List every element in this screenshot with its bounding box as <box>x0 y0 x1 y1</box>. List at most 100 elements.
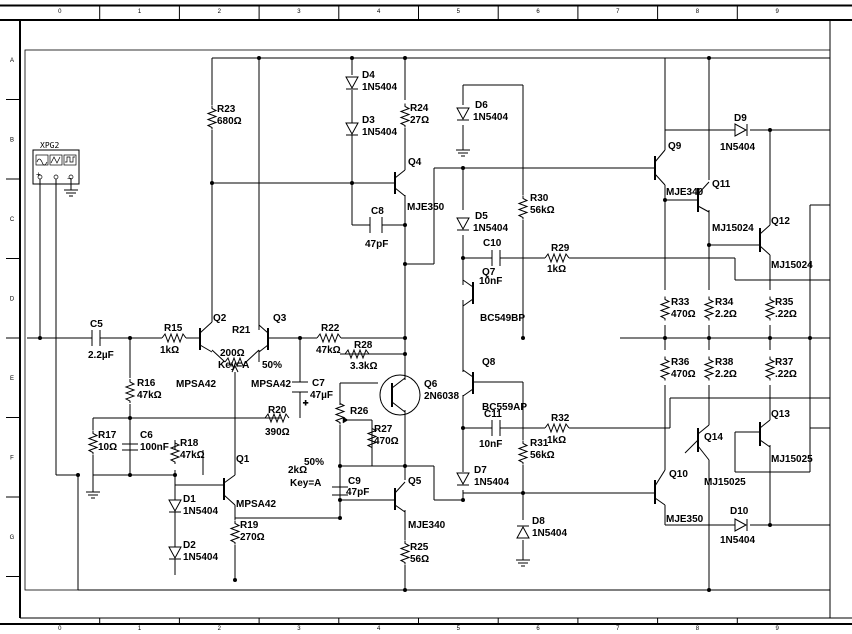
transistors[interactable] <box>199 149 771 513</box>
sheet-column-label-top: 5 <box>457 9 461 15</box>
label-r19-value: 270Ω <box>240 532 265 543</box>
transistor-q4 <box>394 169 406 197</box>
sheet-column-label-bottom: 8 <box>696 626 700 632</box>
transistor-q11 <box>697 181 710 213</box>
label-q1-value: MPSA42 <box>236 499 276 510</box>
label-r26-key: Key=A <box>290 478 321 489</box>
label-r28-value: 3.3kΩ <box>350 361 377 372</box>
label-r15-value: 1kΩ <box>160 345 179 356</box>
resistor-r22 <box>316 332 342 344</box>
transistor-q13 <box>759 419 771 448</box>
label-c7-value: 47µF <box>310 390 333 401</box>
label-r20-value: 390Ω <box>265 427 290 438</box>
sheet-column-label-top: 6 <box>536 9 540 15</box>
svg-text:+: + <box>36 170 41 179</box>
sheet-column-label-bottom: 5 <box>457 626 461 632</box>
capacitors[interactable]: + <box>91 217 501 496</box>
label-c9-value: 47pF <box>346 487 369 498</box>
label-r26-pct: 50% <box>304 457 324 468</box>
label-d10-value: 1N5404 <box>720 535 755 546</box>
label-r20-ref: R20 <box>268 405 287 416</box>
resistor-r36 <box>660 355 670 382</box>
label-r38-value: 2.2Ω <box>715 369 737 380</box>
transistor-q2 <box>199 320 213 353</box>
label-r32-ref: R32 <box>551 413 570 424</box>
label-d5-value: 1N5404 <box>473 223 508 234</box>
sheet-row-label: G <box>10 535 15 541</box>
label-r17-ref: R17 <box>98 430 117 441</box>
label-r22-value: 47kΩ <box>316 345 341 356</box>
diode-d9 <box>734 123 748 137</box>
capacitor-c10 <box>491 250 501 266</box>
sheet-row-label: B <box>10 137 14 143</box>
label-q4-value: MJE350 <box>407 202 445 213</box>
diode-d10 <box>734 518 748 532</box>
sheet-column-label-top: 4 <box>377 9 381 15</box>
label-q4-ref: Q4 <box>408 157 422 168</box>
label-r35-ref: R35 <box>775 297 794 308</box>
component-labels: C5 2.2µF R15 1kΩ Q2 MPSA42 R21 200Ω Key=… <box>88 70 813 565</box>
square-wave-icon <box>65 156 75 163</box>
junction-dots <box>38 56 812 592</box>
label-r19-ref: R19 <box>240 520 259 531</box>
label-q6-value: 2N6038 <box>424 391 459 402</box>
label-r33-ref: R33 <box>671 297 690 308</box>
sheet-row-label: F <box>10 455 14 461</box>
sheet-column-label-bottom: 7 <box>616 626 620 632</box>
label-r25-ref: R25 <box>410 542 429 553</box>
label-q6-ref: Q6 <box>424 379 438 390</box>
label-r26-ref: R26 <box>350 406 369 417</box>
transistor-q12 <box>759 224 771 256</box>
label-d7-value: 1N5404 <box>474 477 509 488</box>
capacitor-c11 <box>491 420 501 436</box>
resistor-r20 <box>264 412 290 424</box>
label-d4-value: 1N5404 <box>362 82 397 93</box>
resistors[interactable] <box>88 102 775 566</box>
label-q7-value: BC549BP <box>480 313 525 324</box>
label-q3-value: MPSA42 <box>251 379 291 390</box>
diodes[interactable] <box>168 76 748 560</box>
label-d9-ref: D9 <box>734 113 747 124</box>
label-q2-ref: Q2 <box>213 313 227 324</box>
diode-d7 <box>456 472 470 486</box>
ground-icon <box>516 559 530 567</box>
sheet-column-label-bottom: 0 <box>58 626 62 632</box>
label-r33-value: 470Ω <box>671 309 696 320</box>
label-d6-ref: D6 <box>475 100 488 111</box>
label-c6-ref: C6 <box>140 430 153 441</box>
label-d8-ref: D8 <box>532 516 545 527</box>
diode-d1 <box>168 499 182 513</box>
resistor-r30 <box>518 194 528 221</box>
diode-d5 <box>456 217 470 231</box>
resistor-r15 <box>161 332 187 344</box>
label-r27-ref: R27 <box>374 424 393 435</box>
label-r38-ref: R38 <box>715 357 734 368</box>
function-generator-instrument[interactable]: XPG2 + − <box>32 141 80 185</box>
label-q2-value: MPSA42 <box>176 379 216 390</box>
label-c7-ref: C7 <box>312 378 325 389</box>
label-q9-value: MJE340 <box>666 187 704 198</box>
label-c8-value: 47pF <box>365 239 388 250</box>
resistor-r17 <box>88 429 98 456</box>
sheet-column-label-bottom: 6 <box>536 626 540 632</box>
label-r34-ref: R34 <box>715 297 734 308</box>
transistor-q7 <box>462 279 474 307</box>
ground-icon <box>64 189 78 197</box>
label-r21-key: Key=A <box>218 360 249 371</box>
label-q11-ref: Q11 <box>712 179 731 190</box>
sheet-column-label-top: 0 <box>58 9 62 15</box>
label-r21-value: 200Ω <box>220 348 245 359</box>
label-r30-value: 56kΩ <box>530 205 555 216</box>
sheet-column-label-bottom: 9 <box>775 626 779 632</box>
resistor-r23 <box>207 104 217 131</box>
resistor-r29 <box>544 252 570 264</box>
sheet-row-label: D <box>10 296 15 302</box>
sheet-column-label-top: 2 <box>218 9 222 15</box>
sheet-row-label: E <box>10 376 14 382</box>
label-r36-ref: R36 <box>671 357 690 368</box>
label-q10-ref: Q10 <box>669 469 688 480</box>
label-r16-ref: R16 <box>137 378 156 389</box>
label-d4-ref: D4 <box>362 70 375 81</box>
